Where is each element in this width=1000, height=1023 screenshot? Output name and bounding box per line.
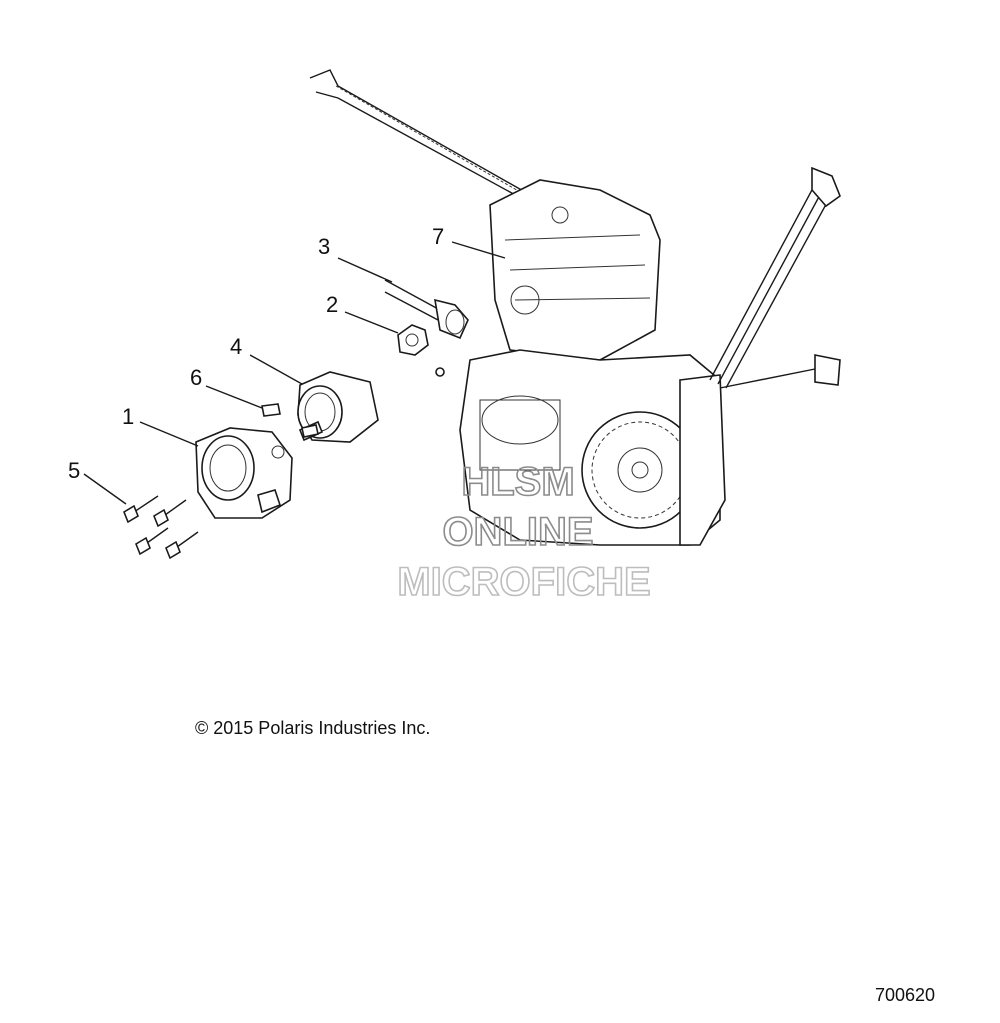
part-6b-screw — [301, 424, 319, 438]
callout-1: 1 — [122, 404, 134, 429]
part-4-adapter — [297, 371, 379, 443]
watermark-line-2: ONLINE — [442, 510, 593, 554]
part-2-fitting — [397, 324, 429, 356]
figure-number: 700620 — [875, 985, 936, 1005]
part-5-bolts — [123, 495, 199, 560]
small-screw — [435, 367, 445, 377]
part-3-sensor — [384, 279, 469, 340]
callout-4: 4 — [230, 334, 242, 359]
callout-6: 6 — [190, 365, 202, 390]
callout-2: 2 — [326, 292, 338, 317]
copyright-notice: © 2015 Polaris Industries Inc. — [195, 718, 431, 738]
callout-3: 3 — [318, 234, 330, 259]
callout-5: 5 — [68, 458, 80, 483]
watermark-line-3: MICROFICHE — [397, 560, 650, 604]
engine-assembly — [309, 69, 841, 546]
callout-7: 7 — [432, 224, 444, 249]
leader-lines — [83, 241, 506, 505]
watermark-line-1: HLSM — [461, 460, 574, 504]
part-6-screw — [261, 403, 281, 417]
part-1-throttle-body — [195, 427, 293, 519]
